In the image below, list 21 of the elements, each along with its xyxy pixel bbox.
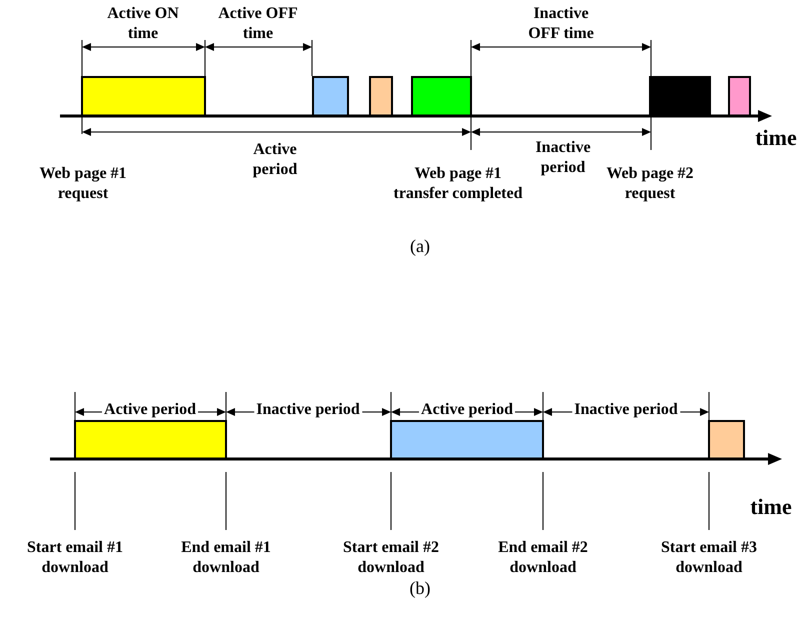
event-label: Web page #1 transfer completed [392, 164, 524, 204]
period-label: Inactive period [534, 138, 592, 178]
axis-label: time [754, 125, 798, 151]
event-label: Start email #1 download [26, 538, 124, 578]
period-label: Inactive period [254, 400, 362, 420]
period-label: Active period [419, 400, 515, 420]
period-label: Inactive period [572, 400, 680, 420]
caption: (a) [409, 236, 431, 256]
event-label: Web page #2 request [605, 164, 695, 204]
duration-label: Inactive OFF time [527, 4, 595, 44]
period-label: Active period [252, 140, 298, 180]
event-label: Web page #1 request [38, 164, 128, 204]
event-label: Start email #3 download [660, 538, 758, 578]
duration-label: Active OFF time [218, 4, 298, 44]
event-label: End email #1 download [180, 538, 272, 578]
duration-label: Active ON time [106, 4, 180, 44]
caption: (b) [408, 578, 432, 598]
event-label: Start email #2 download [342, 538, 440, 578]
axis-label: time [749, 494, 793, 520]
period-label: Active period [102, 400, 198, 420]
event-label: End email #2 download [497, 538, 589, 578]
